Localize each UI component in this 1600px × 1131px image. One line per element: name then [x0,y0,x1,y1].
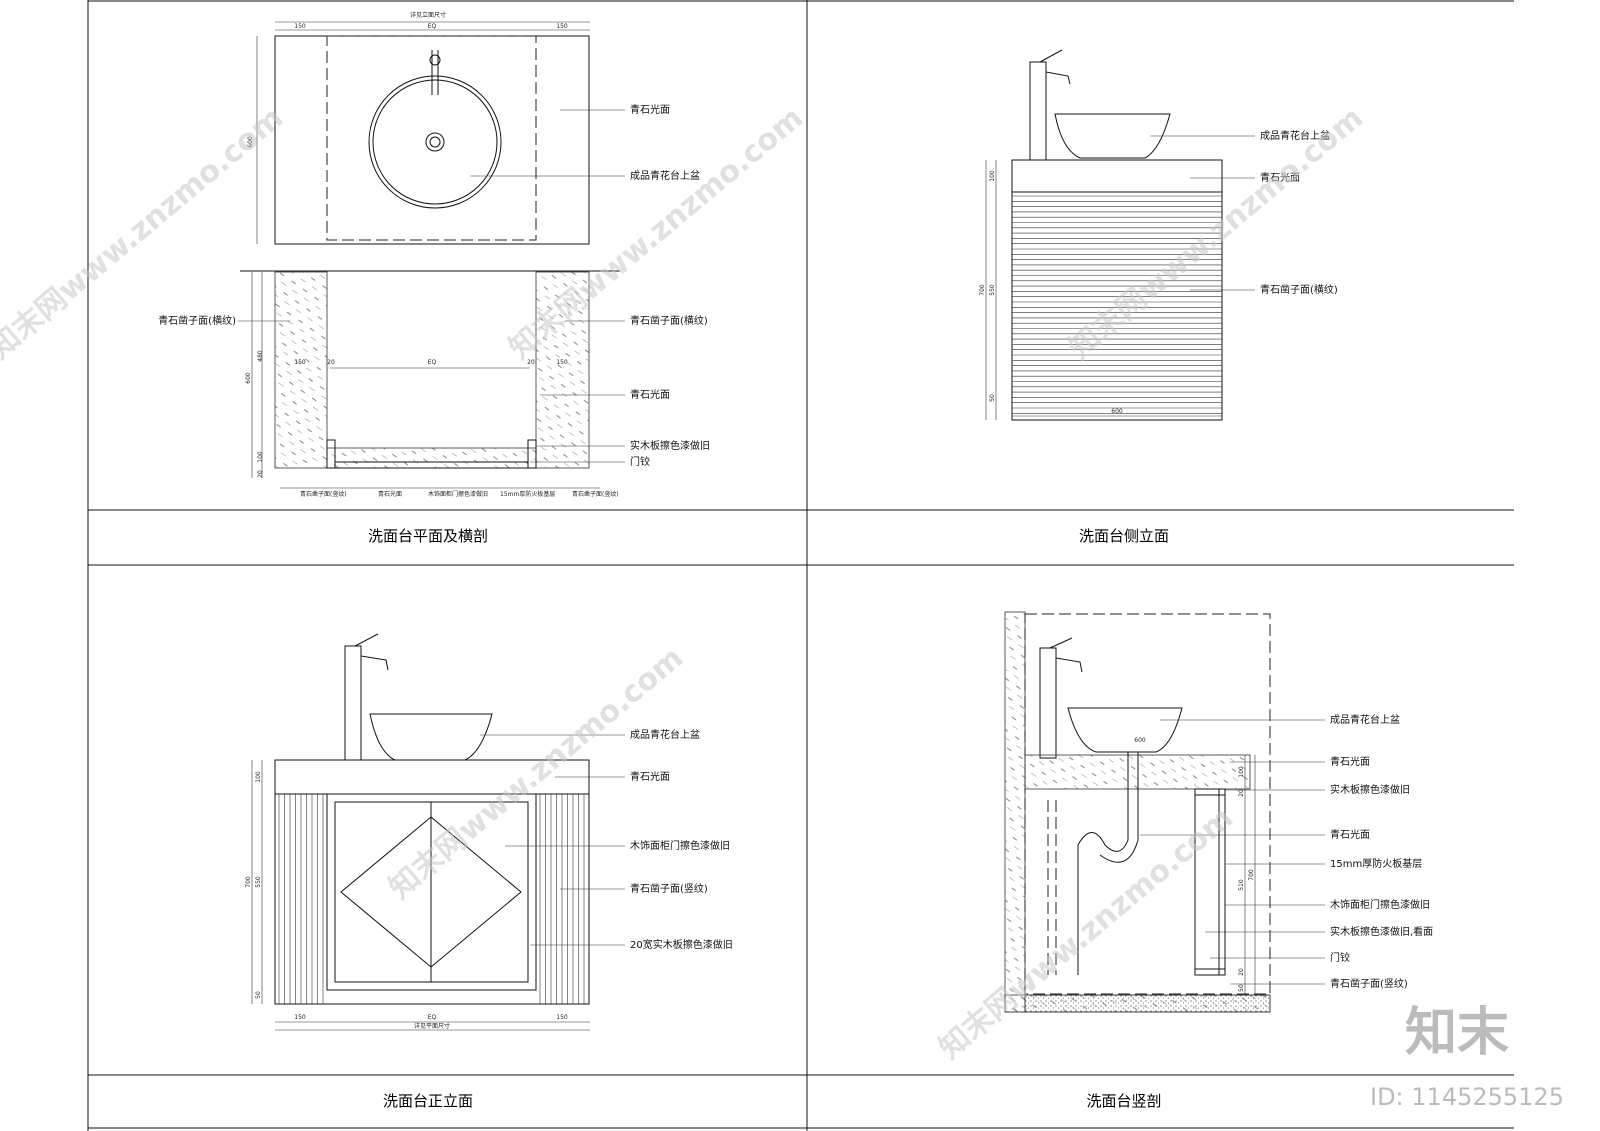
svg-text:150: 150 [294,359,306,366]
plan-note-0: 青石凿子面(竖纹) [300,490,347,498]
svg-text:150: 150 [556,359,568,366]
front-label-stone-polish: 青石光面 [630,770,670,783]
section-label-hinge: 门铰 [1330,951,1350,964]
side-elevation: 100 700 550 50 600 成品青花台上盆 青石光面 青石凿子面(横纹… [979,49,1338,421]
section-label-wood-door: 木饰面柜门擦色漆做旧 [1330,898,1430,911]
side-label-stone-polish: 青石光面 [1260,171,1300,184]
svg-text:50: 50 [255,991,262,999]
plan-label-wood-board: 实木板擦色漆做旧 [630,439,710,452]
side-label-basin: 成品青花台上盆 [1260,129,1330,142]
plan-view: 详见立面尺寸 150 EQ 150 600 青石光面 成品青花台上盆 150 [158,11,710,498]
side-label-chisel: 青石凿子面(横纹) [1260,283,1338,296]
plan-label-stone-polish: 青石光面 [630,103,670,116]
section-label-stone-polish-2: 青石光面 [1330,828,1370,841]
front-label-basin: 成品青花台上盆 [630,728,700,741]
plan-label-chisel-left: 青石凿子面(横纹) [158,314,236,327]
plan-note-2: 木饰面柜门擦色漆做旧 [428,490,488,498]
svg-text:20: 20 [1238,789,1245,797]
front-bottom-note: 详见平面尺寸 [414,1022,450,1030]
svg-text:150: 150 [294,23,306,30]
plan-note-3: 15mm厚防火板基层 [500,490,555,498]
svg-text:700: 700 [979,284,986,296]
svg-text:50: 50 [989,394,996,402]
section-label-chisel: 青石凿子面(竖纹) [1330,977,1408,990]
plan-label-basin: 成品青花台上盆 [630,169,700,182]
svg-text:20: 20 [1238,968,1245,976]
svg-text:600: 600 [245,372,252,384]
section-label-wood-board: 实木板擦色漆做旧 [1330,783,1410,796]
plan-label-hinge: 门铰 [630,455,650,468]
svg-text:50: 50 [1238,984,1245,992]
svg-text:EQ: EQ [428,23,437,30]
svg-text:550: 550 [255,876,262,888]
section-label-stone-polish: 青石光面 [1330,755,1370,768]
front-title: 洗面台正立面 [383,1092,473,1110]
svg-text:700: 700 [1248,869,1255,881]
vertical-section: 600 100 20 510 700 20 50 成品青花台上盆 青石光面 实木… [1004,611,1433,1013]
svg-text:150: 150 [294,1014,306,1021]
plan-label-stone-polish-2: 青石光面 [630,388,670,401]
section-label-wood-board-2: 实木板擦色漆做旧,看面 [1330,925,1433,938]
front-label-chisel: 青石凿子面(竖纹) [630,882,708,895]
svg-text:600: 600 [1111,408,1123,415]
side-stripes [1012,195,1222,414]
svg-text:20: 20 [327,359,335,366]
svg-text:150: 150 [556,23,568,30]
plan-top-dim: 详见立面尺寸 [410,11,446,19]
sheet-frame [87,0,1514,1131]
section-label-fire-board: 15mm厚防火板基层 [1330,857,1422,870]
side-title: 洗面台侧立面 [1079,527,1169,545]
svg-text:480: 480 [257,350,264,362]
svg-text:EQ: EQ [428,1014,437,1021]
watermark-id: ID: 1145255125 [1370,1083,1564,1111]
front-label-wood-door: 木饰面柜门擦色漆做旧 [630,839,730,852]
front-stripes-right [539,794,585,1004]
svg-text:100: 100 [257,451,264,463]
svg-text:100: 100 [1238,766,1245,778]
section-label-basin: 成品青花台上盆 [1330,713,1400,726]
front-elevation: 100 700 550 50 150 EQ 150 详见平面尺寸 成品青花台上盆… [245,633,733,1031]
front-stripes-left [278,794,324,1004]
svg-text:20: 20 [527,359,535,366]
watermark-logo: 知末 [1405,1003,1509,1063]
svg-text:150: 150 [556,1014,568,1021]
svg-text:100: 100 [989,170,996,182]
svg-text:20: 20 [257,470,264,478]
plan-label-chisel-right: 青石凿子面(横纹) [630,314,708,327]
plan-title: 洗面台平面及横剖 [368,527,488,545]
svg-text:510: 510 [1238,879,1245,891]
watermark-text: 知末网www.znzmo.com [0,100,290,366]
plan-note-4: 青石凿子面(竖纹) [572,490,619,498]
front-label-wood-20: 20宽实木板擦色漆做旧 [630,938,733,951]
svg-text:700: 700 [245,876,252,888]
svg-text:550: 550 [989,284,996,296]
section-title: 洗面台竖剖 [1086,1092,1161,1110]
watermark-text: 知末网www.znzmo.com [933,800,1240,1066]
svg-text:100: 100 [255,771,262,783]
svg-text:600: 600 [1134,737,1146,744]
plan-note-1: 青石光面 [378,490,402,498]
svg-text:600: 600 [247,136,254,148]
svg-text:EQ: EQ [428,359,437,366]
